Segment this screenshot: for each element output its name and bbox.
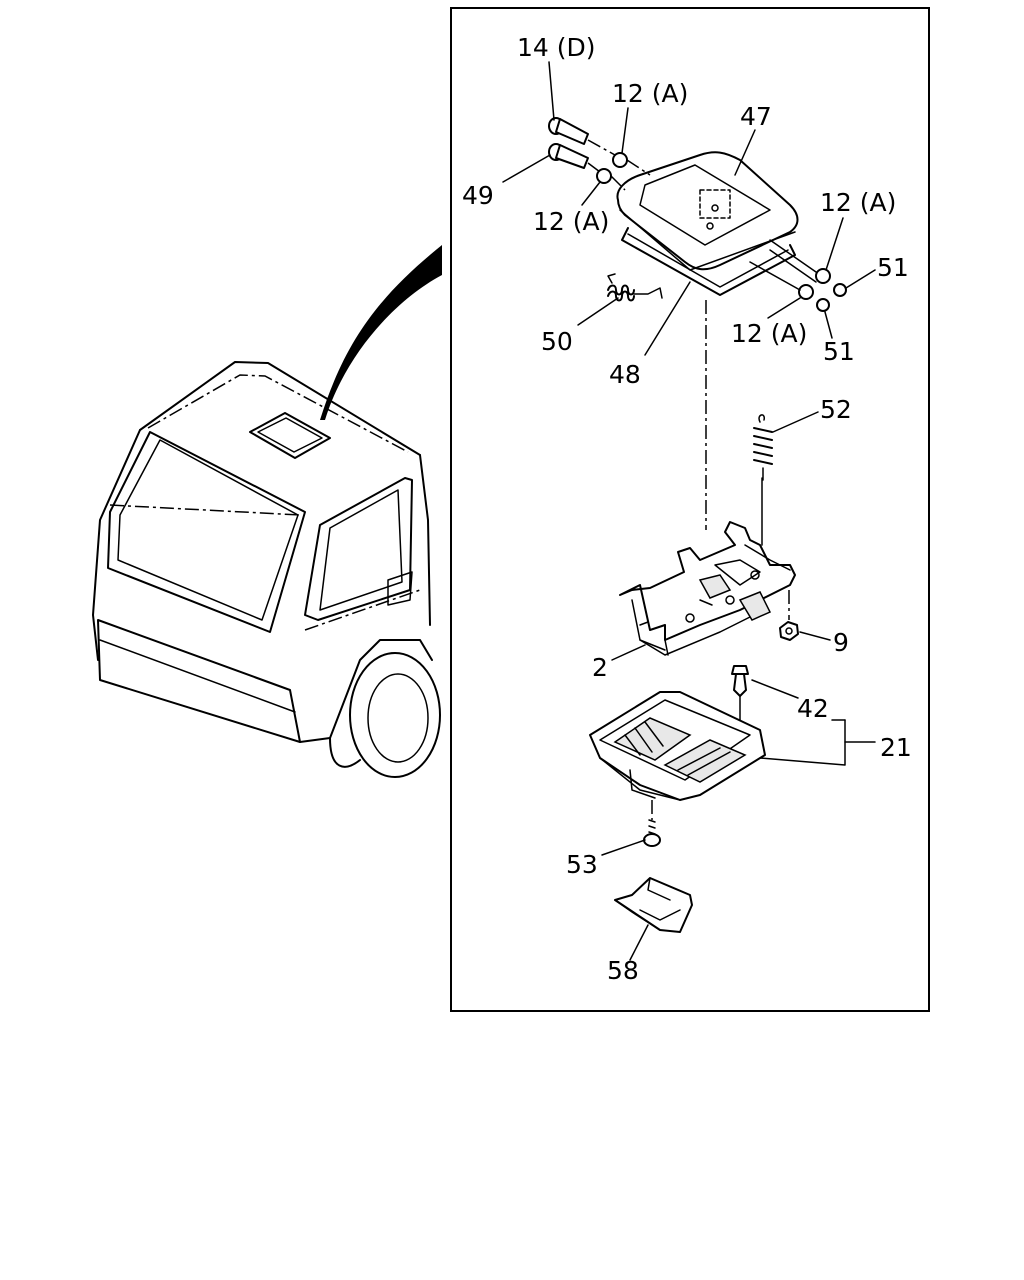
label-21: 21 xyxy=(880,733,912,762)
bolt-49-icon xyxy=(548,143,589,169)
label-12a-left: 12 (A) xyxy=(533,207,609,236)
roof-hatch-lid-47 xyxy=(616,151,799,271)
label-47: 47 xyxy=(740,102,772,131)
label-42: 42 xyxy=(797,694,829,723)
label-49: 49 xyxy=(462,181,494,210)
nut-9-icon xyxy=(779,590,799,641)
label-50: 50 xyxy=(541,327,573,356)
clip-51-icon xyxy=(816,283,847,312)
detail-frame xyxy=(450,7,930,1012)
label-52: 52 xyxy=(820,395,852,424)
label-48: 48 xyxy=(609,360,641,389)
leader-lines xyxy=(502,61,876,961)
label-9: 9 xyxy=(833,628,849,657)
label-51-top: 51 xyxy=(877,253,909,282)
label-51-bottom: 51 xyxy=(823,337,855,366)
label-2: 2 xyxy=(592,653,608,682)
truck-cab-illustration xyxy=(92,361,441,778)
spring-50-icon xyxy=(607,273,663,302)
seal-48 xyxy=(621,227,796,296)
label-53: 53 xyxy=(566,850,598,879)
label-12a-right: 12 (A) xyxy=(820,188,896,217)
spring-52-icon xyxy=(753,414,773,546)
bolt-14d-icon xyxy=(548,117,589,145)
callout-ribbon xyxy=(320,245,442,420)
screw-53-icon xyxy=(643,800,661,847)
label-58: 58 xyxy=(607,956,639,985)
room-lamp-21 xyxy=(589,691,766,801)
label-12a-top: 12 (A) xyxy=(612,79,688,108)
label-14d: 14 (D) xyxy=(517,33,596,62)
cover-58-icon xyxy=(614,877,693,933)
bracket-2 xyxy=(619,521,796,656)
label-12a-bottom: 12 (A) xyxy=(731,319,807,348)
